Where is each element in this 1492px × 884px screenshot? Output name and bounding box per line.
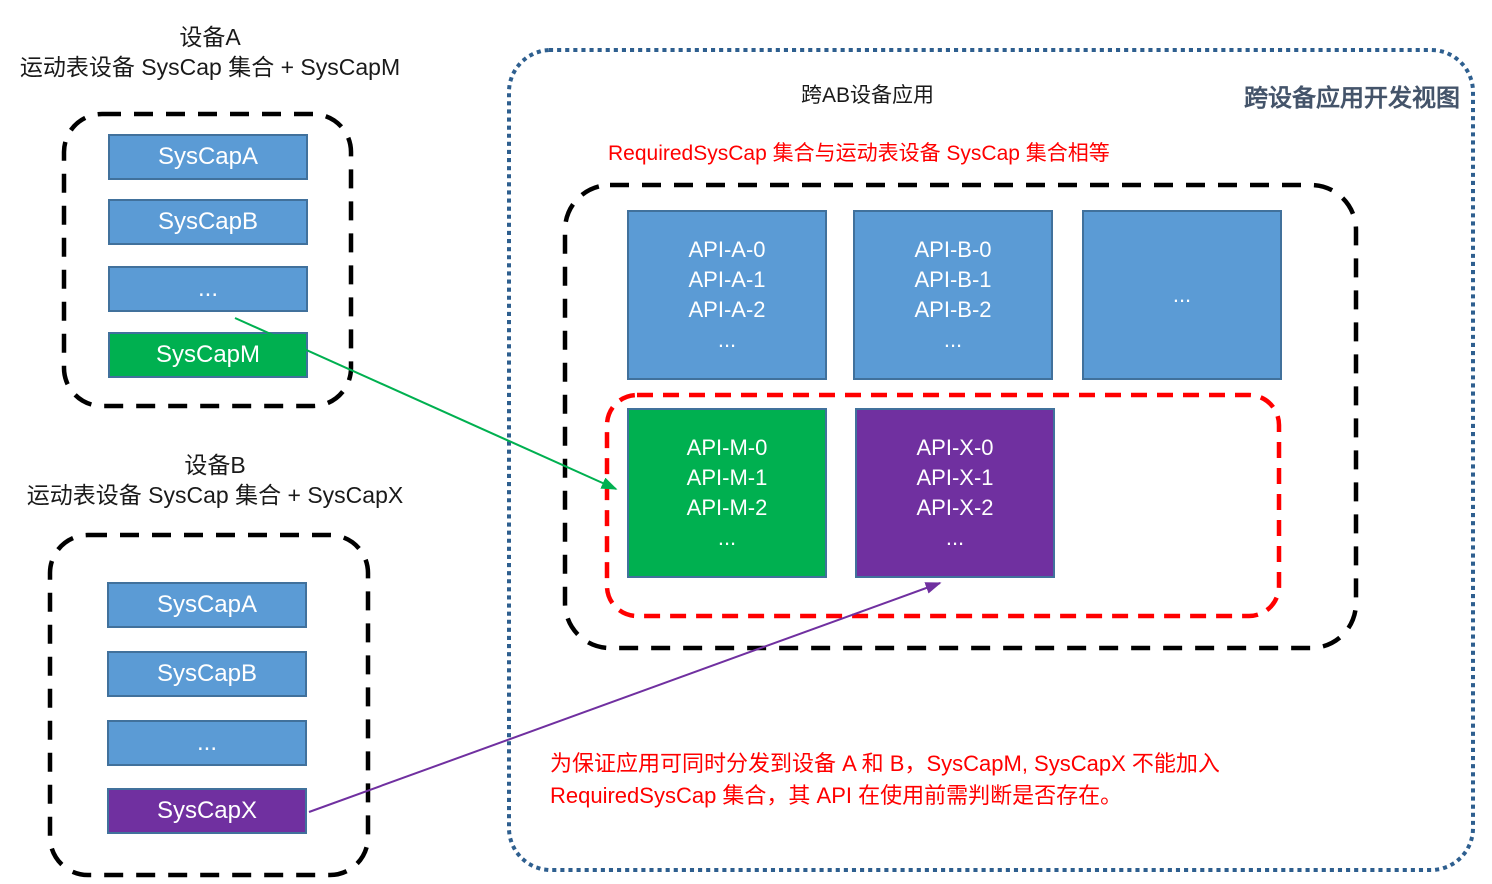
device-b-title: 设备B [184, 452, 246, 478]
device-b-header: 设备B 运动表设备 SysCap 集合 + SysCapX [0, 450, 430, 510]
device-a-item-ellipsis: ... [108, 266, 308, 312]
api-box-more-line: ... [1172, 282, 1192, 307]
api-box-a-line: ... [717, 327, 737, 352]
api-box-m-line: ... [717, 525, 737, 550]
api-box-m-line: API-M-2 [686, 495, 768, 520]
device-b-subtitle: 运动表设备 SysCap 集合 + SysCapX [26, 482, 404, 508]
device-b-item-syscapx: SysCapX [107, 788, 307, 834]
api-box-a: API-A-0 API-A-1 API-A-2 ... [627, 210, 827, 380]
bottom-note: 为保证应用可同时分发到设备 A 和 B，SysCapM, SysCapX 不能加… [550, 748, 1220, 812]
device-a-header: 设备A 运动表设备 SysCap 集合 + SysCapM [0, 22, 420, 82]
api-box-a-line: API-A-1 [688, 267, 766, 292]
device-b-item-syscapb: SysCapB [107, 651, 307, 697]
api-box-x: API-X-0 API-X-1 API-X-2 ... [855, 408, 1055, 578]
bottom-note-line2: RequiredSysCap 集合，其 API 在使用前需判断是否存在。 [550, 783, 1123, 808]
api-box-x-line: ... [945, 525, 965, 550]
device-a-title: 设备A [179, 24, 241, 50]
required-syscap-note: RequiredSysCap 集合与运动表设备 SysCap 集合相等 [608, 142, 1110, 165]
api-box-a-line: API-A-0 [688, 237, 766, 262]
device-b-item-ellipsis: ... [107, 720, 307, 766]
api-box-b: API-B-0 API-B-1 API-B-2 ... [853, 210, 1053, 380]
api-box-more: ... [1082, 210, 1282, 380]
api-box-a-line: API-A-2 [688, 297, 766, 322]
device-a-item-syscapa: SysCapA [108, 134, 308, 180]
api-box-x-line: API-X-0 [916, 435, 994, 460]
api-box-b-line: API-B-0 [914, 237, 992, 262]
api-box-x-line: API-X-2 [916, 495, 994, 520]
api-box-x-line: API-X-1 [916, 465, 994, 490]
device-a-item-syscapm: SysCapM [108, 332, 308, 378]
api-box-m-line: API-M-1 [686, 465, 768, 490]
api-box-m-line: API-M-0 [686, 435, 768, 460]
dev-view-corner-label: 跨设备应用开发视图 [1244, 85, 1460, 112]
api-box-m: API-M-0 API-M-1 API-M-2 ... [627, 408, 827, 578]
device-a-subtitle: 运动表设备 SysCap 集合 + SysCapM [19, 54, 401, 80]
device-a-item-syscapb: SysCapB [108, 199, 308, 245]
api-box-b-line: API-B-1 [914, 267, 992, 292]
app-title: 跨AB设备应用 [800, 84, 934, 107]
api-box-b-line: ... [943, 327, 963, 352]
bottom-note-line1: 为保证应用可同时分发到设备 A 和 B，SysCapM, SysCapX 不能加… [550, 751, 1220, 776]
device-b-item-syscapa: SysCapA [107, 582, 307, 628]
api-box-b-line: API-B-2 [914, 297, 992, 322]
